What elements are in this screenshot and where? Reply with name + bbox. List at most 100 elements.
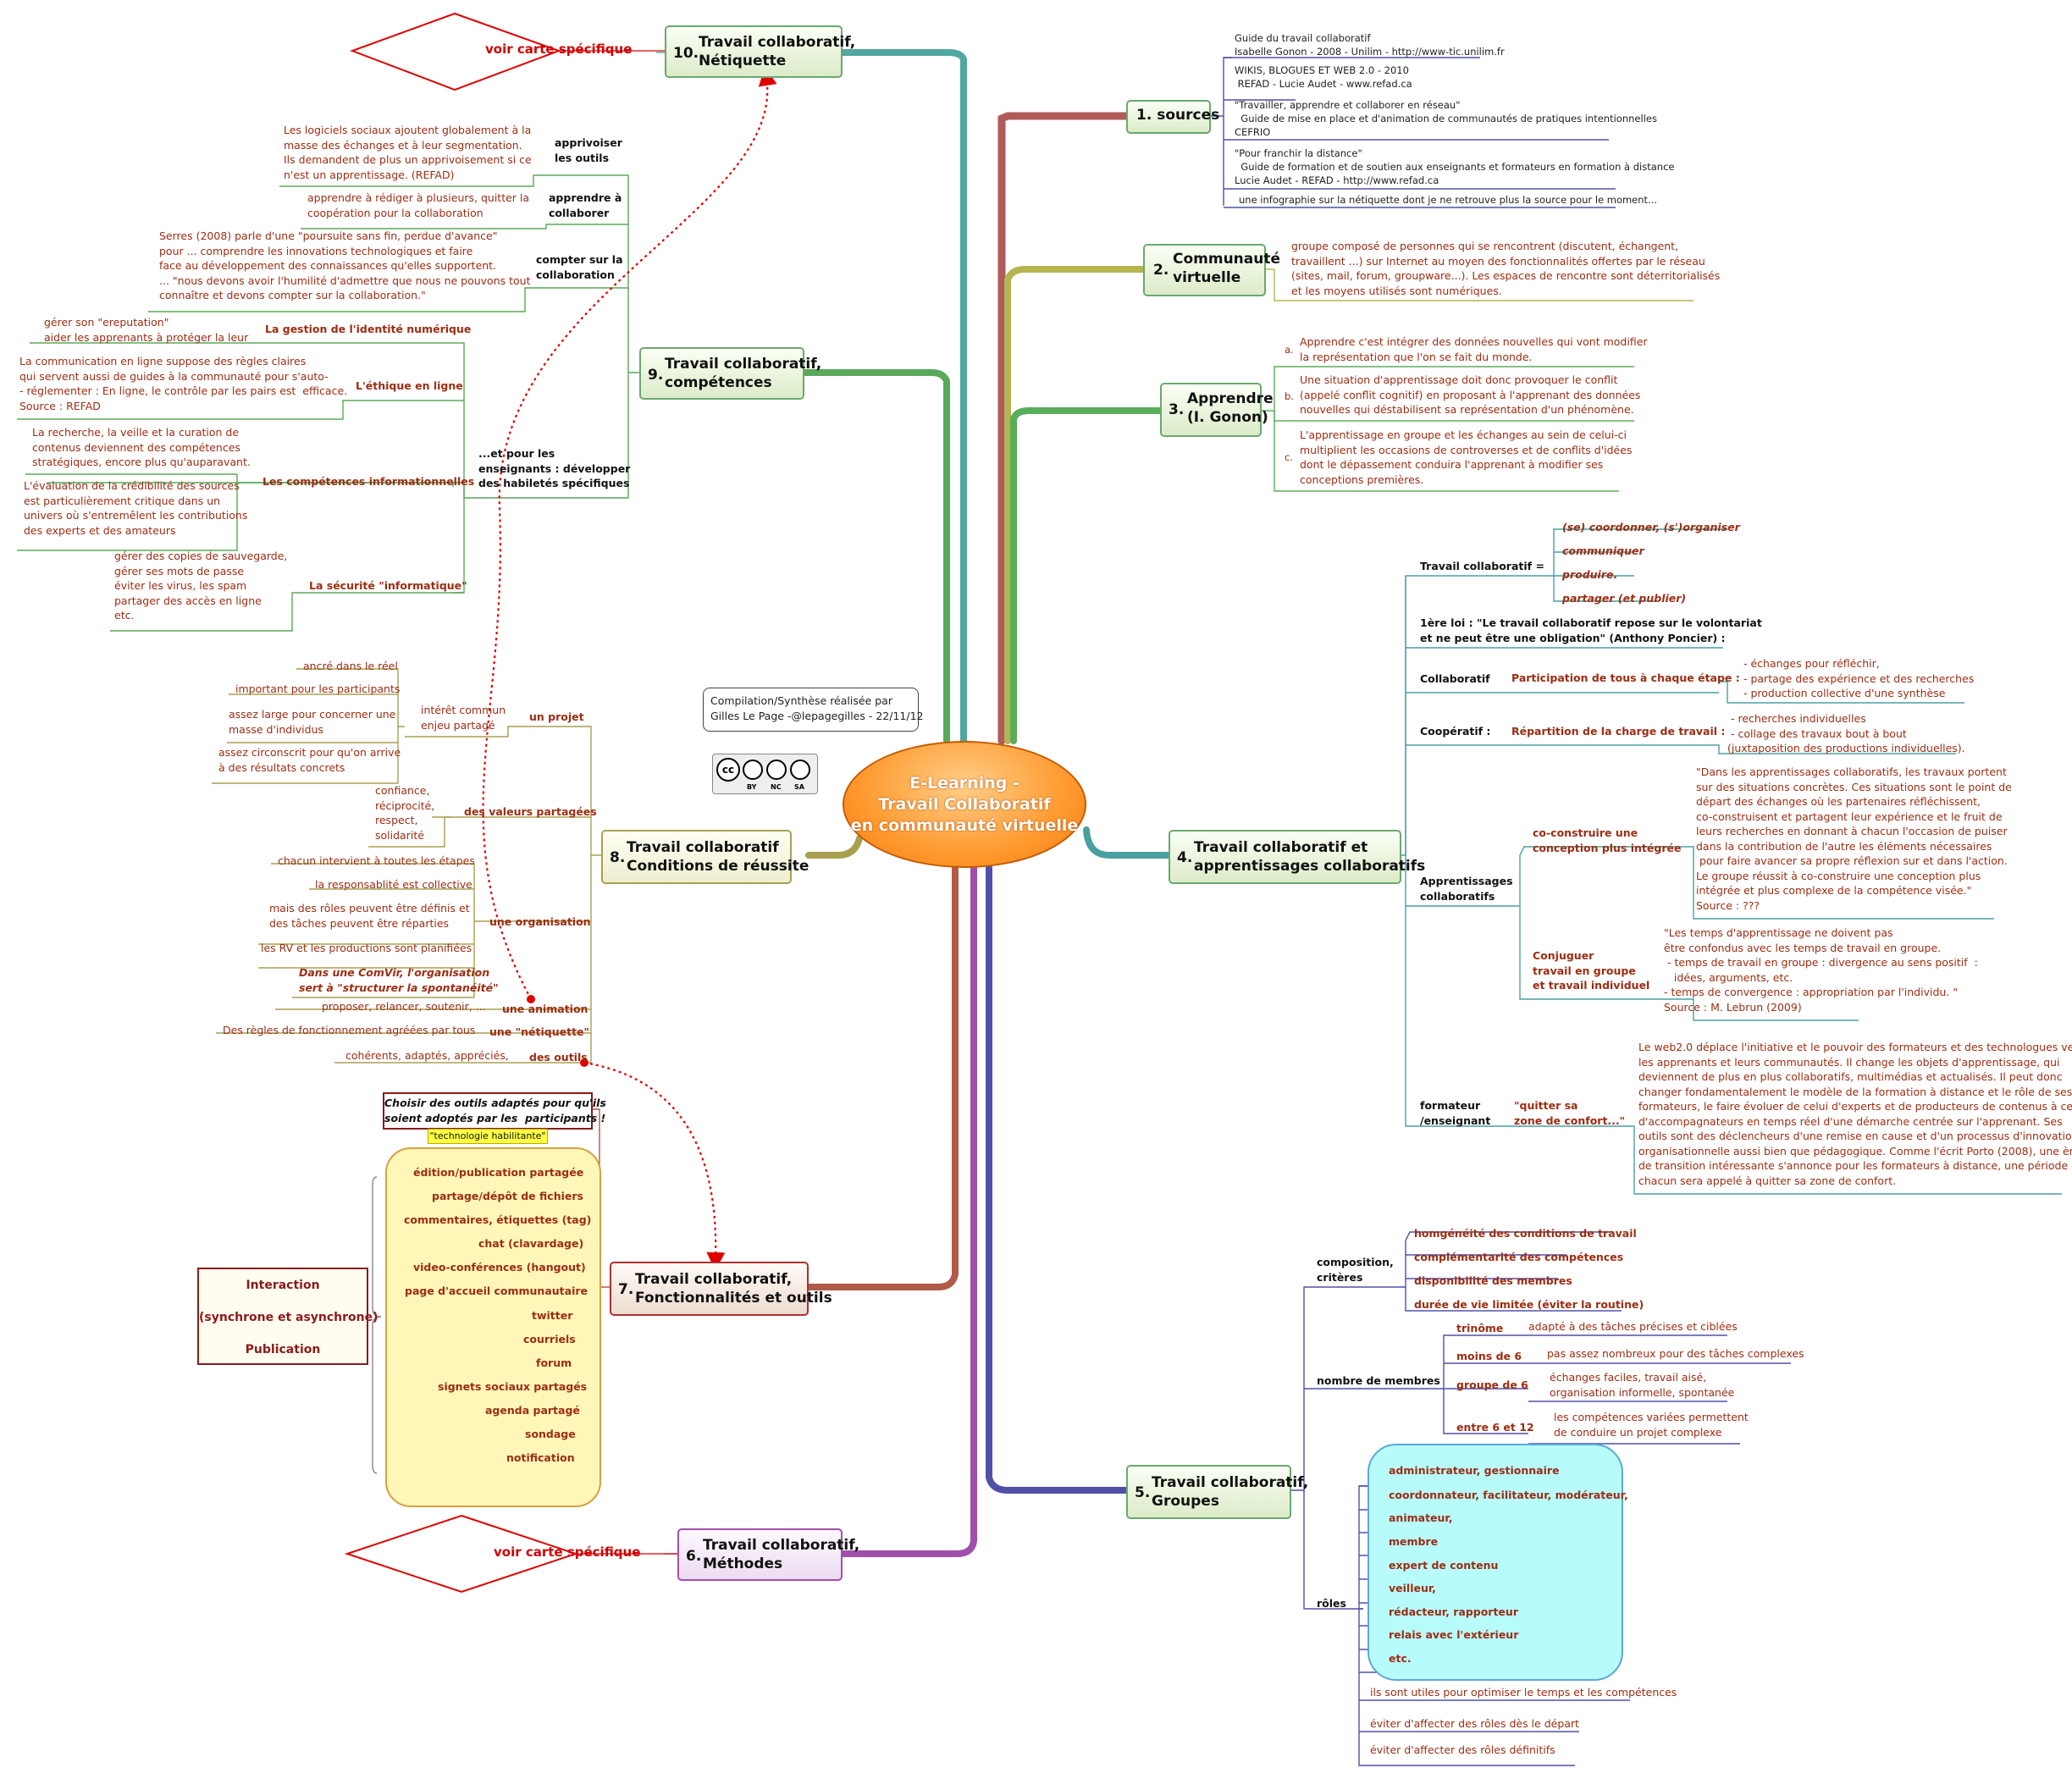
conjuguer-label: Conjuguer travail en groupe et travail i… <box>1533 949 1650 992</box>
cc-icon: cc <box>716 758 740 782</box>
by-icon <box>743 760 763 780</box>
role-item: animateur, <box>1389 1511 1453 1524</box>
premiere-loi: 1ère loi : "Le travail collaboratif repo… <box>1420 616 1762 644</box>
netiquette-text: Des règles de fonctionnement agréées par… <box>223 1024 476 1036</box>
topic-number: 3. <box>1169 401 1185 418</box>
topic-number: 7. <box>618 1281 634 1298</box>
coconstruire-label: co-construire une conception plus intégr… <box>1533 826 1682 854</box>
topic-label: Communauté virtuelle <box>1173 251 1281 286</box>
compter-text: Serres (2008) parle d'une "poursuite san… <box>159 229 531 301</box>
role-item: relais avec l'extérieur <box>1389 1628 1519 1641</box>
collaboratif-label: Collaboratif <box>1420 672 1490 685</box>
tool-item: édition/publication partagée <box>413 1166 584 1179</box>
topic-number: 6. <box>686 1548 702 1565</box>
tool-item: video-conférences (hangout) <box>413 1261 586 1274</box>
tool-item: courriels <box>523 1333 576 1345</box>
apprentissages-label: Apprentissages collaboratifs <box>1420 875 1513 903</box>
voir-carte-diamond-6 <box>344 1514 579 1594</box>
projet-item: important pour les participants <box>235 682 401 695</box>
quitter-zone-label: "quitter sa zone de confort..." <box>1514 1099 1626 1127</box>
nc-label: NC <box>771 783 782 791</box>
apprendre-letter: a. <box>1285 344 1294 356</box>
voir-carte-netiquette[interactable]: voir carte spécifique <box>485 41 633 57</box>
securite-text: gérer des copies de sauvegarde, gérer se… <box>114 550 288 622</box>
topic-number: 1. <box>1136 107 1152 124</box>
info-text-2: L'évaluation de la crédibilité des sourc… <box>24 479 248 537</box>
topic-apprendre[interactable]: 3.Apprendre (I. Gonon) <box>1160 383 1274 437</box>
orga-item: mais des rôles peuvent être définis et d… <box>269 902 470 930</box>
nombre-key: groupe de 6 <box>1456 1378 1528 1391</box>
conjuguer-text: "Les temps d'apprentissage ne doivent pa… <box>1664 926 1978 1014</box>
orga-item: les RV et les productions sont planifiée… <box>261 942 472 954</box>
roles-note: éviter d'affecter des rôles dès le dépar… <box>1370 1717 1579 1730</box>
role-item: administrateur, gestionnaire <box>1389 1464 1560 1477</box>
nombre-key: trinôme <box>1456 1322 1504 1334</box>
topic-fonctionnalites[interactable]: 7.Travail collaboratif, Fonctionnalités … <box>610 1262 832 1316</box>
projet-item: ancré dans le réel <box>303 660 398 672</box>
outils-text: cohérents, adaptés, appréciés, <box>345 1049 509 1062</box>
apprendre-collaborer-text: apprendre à rédiger à plusieurs, quitter… <box>307 191 530 219</box>
nombre-key: entre 6 et 12 <box>1456 1421 1534 1434</box>
voir-carte-methodes[interactable]: voir carte spécifique <box>494 1544 641 1560</box>
cooperatif-sub: Répartition de la charge de travail : <box>1511 725 1726 738</box>
role-item: membre <box>1389 1535 1439 1548</box>
compter-label: compter sur la collaboration <box>536 253 623 281</box>
topic-number: 2. <box>1153 262 1169 279</box>
cooperatif-label: Coopératif : <box>1420 725 1491 738</box>
topic-competences[interactable]: 9.Travail collaboratif, compétences <box>639 347 821 400</box>
apprendre-collaborer-label: apprendre à collaborer <box>549 191 622 219</box>
topic-communaute[interactable]: 2.Communauté virtuelle <box>1143 244 1280 296</box>
tool-item: agenda partagé <box>485 1404 580 1417</box>
nombre-membres-label: nombre de membres <box>1317 1374 1440 1387</box>
central-topic[interactable]: E-Learning - Travail Collaboratif en com… <box>843 741 1086 868</box>
tc-item: communiquer <box>1562 544 1644 557</box>
roles-note: éviter d'affecter des rôles définitifs <box>1370 1743 1555 1756</box>
topic-label: sources <box>1157 107 1220 124</box>
identite-label: La gestion de l'identité numérique <box>265 323 472 335</box>
topic-sources[interactable]: 1. sources <box>1126 100 1219 134</box>
composition-item: disponibilité des membres <box>1414 1274 1572 1287</box>
topic-number: 9. <box>648 367 664 384</box>
source-item: Guide du travail collaboratif Isabelle G… <box>1235 32 1505 58</box>
by-label: BY <box>747 783 757 791</box>
topic-number: 10. <box>673 45 699 62</box>
enseignants-label: ...et pour les enseignants : développer … <box>478 447 631 489</box>
nc-icon <box>766 760 787 780</box>
topic-methodes[interactable]: 6.Travail collaboratif, Méthodes <box>677 1528 859 1581</box>
tool-item: forum <box>536 1356 572 1369</box>
tools-cloud <box>385 1147 601 1507</box>
apprendre-point: Apprendre c'est intégrer des données nou… <box>1300 335 1648 363</box>
topic-label: Travail collaboratif, Groupes <box>1152 1474 1309 1510</box>
topic-groupes[interactable]: 5.Travail collaboratif, Groupes <box>1126 1465 1308 1519</box>
orga-item: chacun intervient à toutes les étapes <box>278 854 475 867</box>
collaboratif-text: - échanges pour réfléchir, - partage des… <box>1743 657 1975 699</box>
sa-icon <box>790 760 810 780</box>
tool-item: sondage <box>525 1428 576 1440</box>
apprendre-point: Une situation d'apprentissage doit donc … <box>1300 373 1641 416</box>
collaboratif-sub: Participation de tous à chaque étape : <box>1511 671 1740 684</box>
topic-label: Travail collaboratif, Nétiquette <box>699 34 856 69</box>
topic-label: Travail collaboratif, compétences <box>665 356 822 391</box>
composition-item: complémentarité des compétences <box>1414 1251 1624 1263</box>
interet-commun: intérêt commun enjeu partagé <box>421 704 506 732</box>
animation-text: proposer, relancer, soutenir, ... <box>322 1000 486 1013</box>
nombre-value: pas assez nombreux pour des tâches compl… <box>1547 1347 1804 1360</box>
nombre-value: adapté à des tâches précises et ciblées <box>1528 1320 1738 1333</box>
tool-item: commentaires, étiquettes (tag) <box>404 1213 592 1226</box>
topic-label: Travail collaboratif Conditions de réuss… <box>627 839 809 875</box>
roles-label: rôles <box>1317 1597 1346 1610</box>
composition-item: durée de vie limitée (éviter la routine) <box>1414 1298 1644 1311</box>
cooperatif-text: - recherches individuelles - collage des… <box>1727 712 1965 754</box>
interaction-publication-box: Interaction (synchrone et asynchrone) Pu… <box>197 1268 378 1365</box>
role-item: expert de contenu <box>1389 1559 1499 1572</box>
communaute-definition: groupe composé de personnes qui se renco… <box>1291 240 1721 297</box>
topic-travail-apprentissages[interactable]: 4.Travail collaboratif et apprentissages… <box>1169 830 1425 884</box>
nombre-value: les compétences variées permettent de co… <box>1554 1411 1749 1439</box>
topic-conditions[interactable]: 8.Travail collaboratif Conditions de réu… <box>601 830 809 884</box>
technologie-habilitante-tag: "technologie habilitante" <box>428 1129 548 1144</box>
role-item: veilleur, <box>1389 1582 1436 1594</box>
topic-netiquette[interactable]: 10.Travail collaboratif, Nétiquette <box>665 25 855 78</box>
source-item: "Travailler, apprendre et collaborer en … <box>1235 99 1657 138</box>
organisation-label: une organisation <box>489 915 591 928</box>
